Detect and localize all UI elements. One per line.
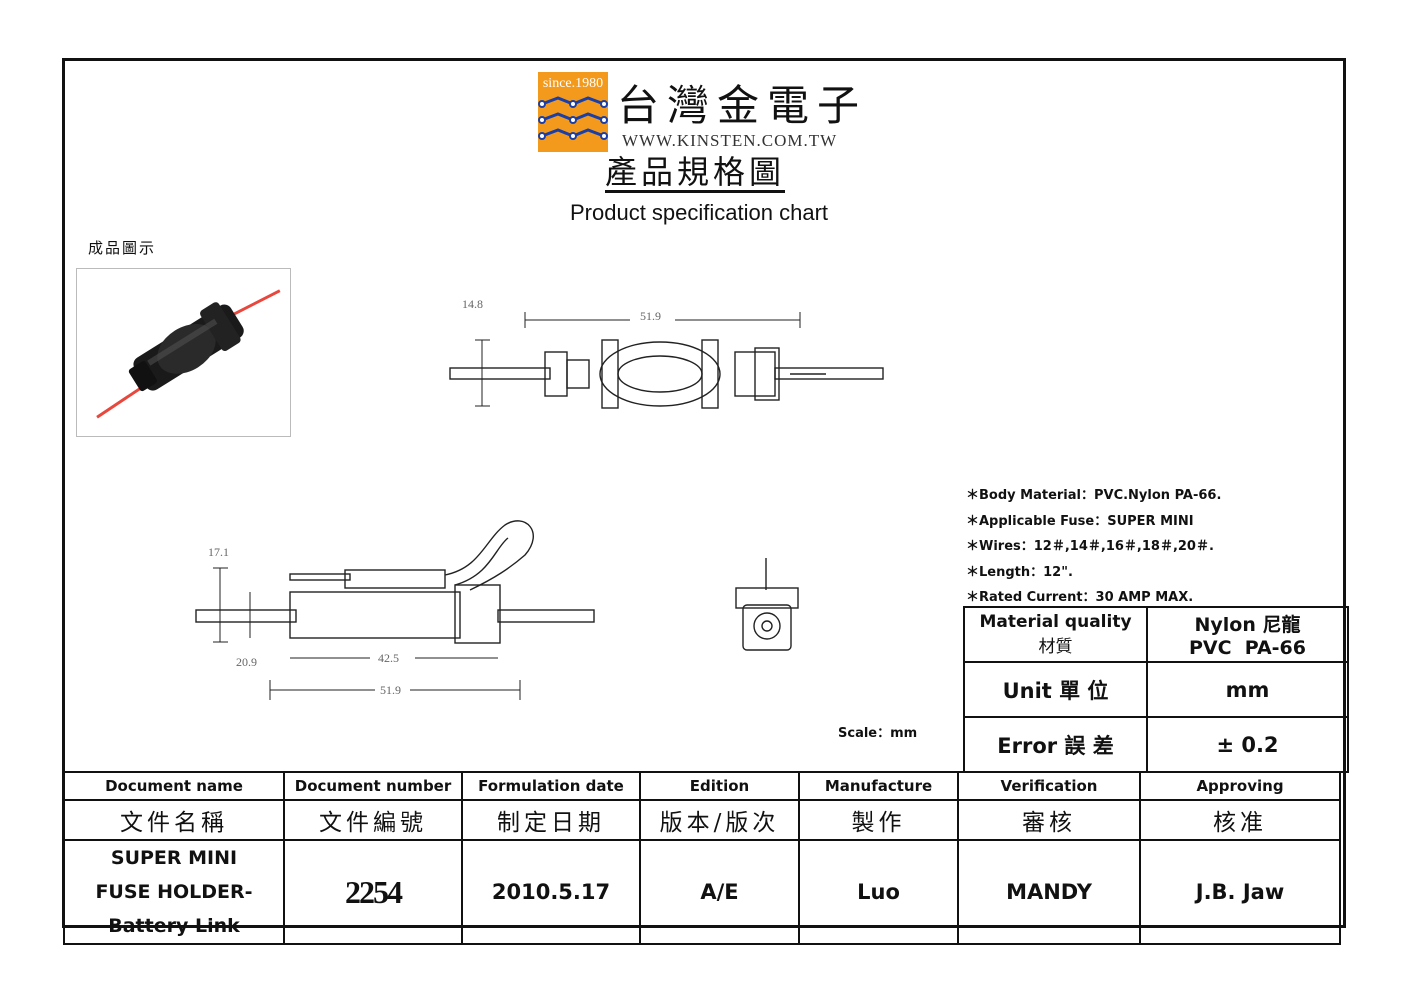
dim-top-height: 14.8 [462,297,483,311]
page-title-zh: 產品規格圖 [605,153,786,193]
header-zh-edition: 版本/版次 [639,799,800,841]
header-document-name: Document name [63,771,285,801]
document-info-table: Document name Document number Formulatio… [63,771,1341,945]
header-edition: Edition [639,771,800,801]
scale-note: Scale：mm [838,726,918,741]
product-photo [76,268,291,437]
header-formulation-date: Formulation date [461,771,641,801]
material-value-2: PVC PA-66 [1188,637,1306,659]
unit-value: mm [1146,661,1349,718]
material-table: Material quality 材質 Nylon 尼龍 PVC PA-66 U… [963,606,1349,773]
company-name: 台灣金電子 [617,81,868,130]
header-zh-verification: 審核 [957,799,1141,841]
header-verification: Verification [957,771,1141,801]
edition-value: A/E [639,839,800,945]
document-number-value: 2254 [283,839,463,945]
header-zh-document-name: 文件名稱 [63,799,285,841]
material-label-zh: 材質 [1038,637,1073,657]
dim-side-small: 20.9 [236,655,257,669]
header-zh-document-number: 文件編號 [283,799,463,841]
material-label-cell: Material quality 材質 [963,606,1148,663]
error-value: ± 0.2 [1146,716,1349,773]
document-number: 2254 [345,873,403,910]
material-value-1: Nylon 尼龍 [1194,614,1301,636]
page-title-en: Product specification chart [570,200,829,225]
dim-side-body: 42.5 [378,651,399,665]
formulation-date-value: 2010.5.17 [461,839,641,945]
product-photo-label: 成品圖示 [88,239,157,257]
document-name-line-1: SUPER MINI [110,847,238,869]
dim-top-length: 51.9 [640,309,661,323]
spec-length: ＊Length：12". [966,564,1073,580]
company-url: WWW.KINSTEN.COM.TW [622,131,838,150]
material-label: Material quality [979,612,1132,632]
error-label: Error 誤 差 [963,716,1148,773]
spec-wires: ＊Wires：12＃,14＃,16＃,18＃,20＃. [966,539,1214,554]
header-manufacture: Manufacture [798,771,959,801]
header-zh-formulation-date: 制定日期 [461,799,641,841]
specification-list: ＊Body Material：PVC.Nylon PA-66. ＊Applica… [966,483,1221,611]
verification-value: MANDY [957,839,1141,945]
header-document-number: Document number [283,771,463,801]
spec-rated-current: ＊Rated Current：30 AMP MAX. [966,590,1194,605]
header-approving: Approving [1139,771,1341,801]
logo-since-text: since.1980 [543,76,603,91]
spec-applicable-fuse: ＊Applicable Fuse：SUPER MINI [966,513,1194,529]
header-zh-manufacture: 製作 [798,799,959,841]
document-name-line-3: Battery Link [108,915,240,937]
material-value-cell: Nylon 尼龍 PVC PA-66 [1146,606,1349,663]
manufacture-value: Luo [798,839,959,945]
dim-side-height: 17.1 [208,545,229,559]
document-name-value: SUPER MINI FUSE HOLDER- Battery Link [63,839,285,945]
spec-body-material: ＊Body Material：PVC.Nylon PA-66. [966,488,1222,503]
header-zh-approving: 核准 [1139,799,1341,841]
approving-value: J.B. Jaw [1139,839,1341,945]
unit-label: Unit 單 位 [963,661,1148,718]
dim-side-length: 51.9 [380,683,401,697]
kinsten-logo: since.1980 [538,72,608,152]
document-name-line-2: FUSE HOLDER- [95,881,253,903]
